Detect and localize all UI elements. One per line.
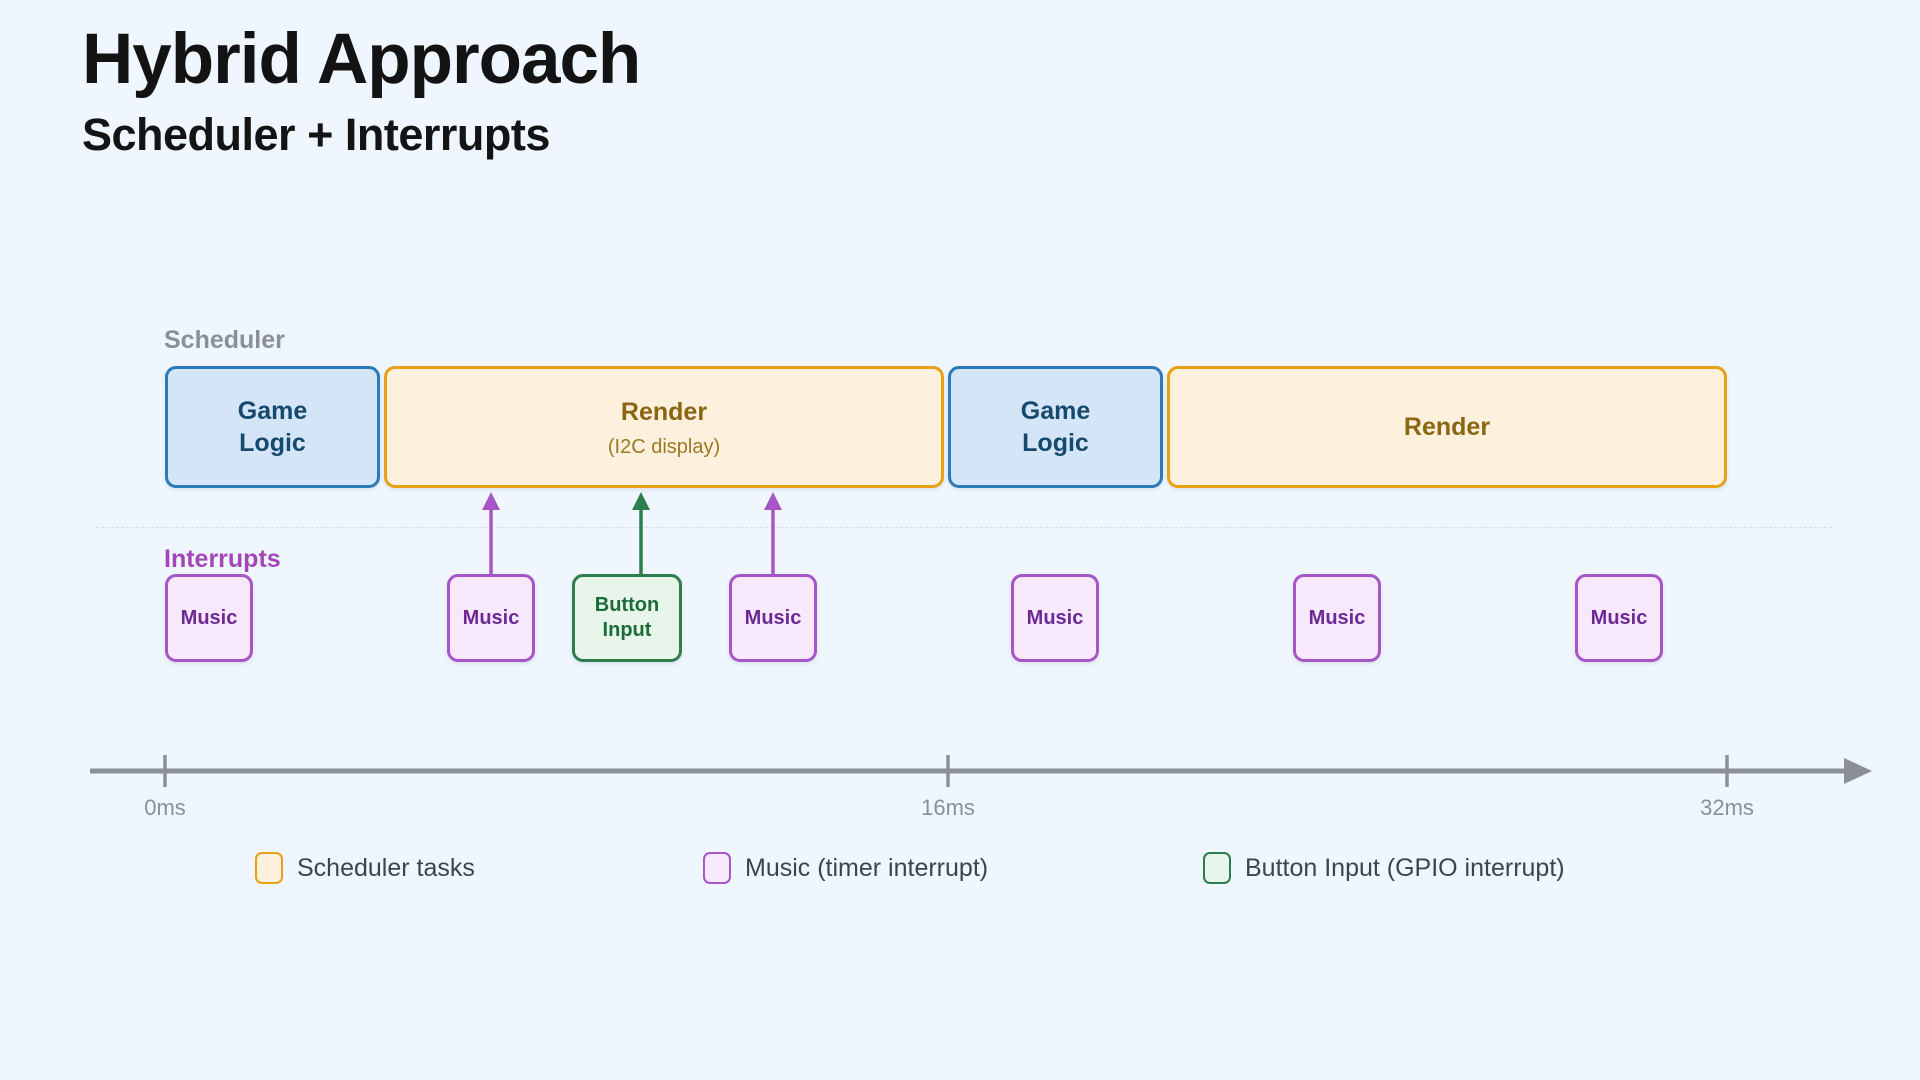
interrupt-label: Music: [744, 606, 802, 629]
interrupt-label: Music: [180, 606, 238, 629]
task-title-line2: Logic: [239, 429, 306, 457]
scheduler-task-render[interactable]: Render (I2C display): [384, 366, 944, 488]
interrupt-arrow: [632, 492, 650, 574]
scheduler-task-render[interactable]: Render: [1167, 366, 1727, 488]
scheduler-row-label: Scheduler: [164, 326, 285, 354]
row-divider: [96, 527, 1832, 528]
interrupts-row-label: Interrupts: [164, 545, 281, 573]
interrupt-label: Music: [1308, 606, 1366, 629]
timeline-tick-label: 16ms: [921, 795, 975, 820]
task-title: Render: [1403, 413, 1491, 441]
page-subtitle: Scheduler + Interrupts: [82, 109, 550, 161]
legend-swatch-sched-icon: [255, 852, 283, 884]
interrupt-arrow: [764, 492, 782, 574]
interrupt-box-music[interactable]: Music: [1575, 574, 1663, 662]
legend-item-button: Button Input (GPIO interrupt): [1203, 852, 1565, 884]
task-title-line2: Logic: [1022, 429, 1089, 457]
interrupt-box-music[interactable]: Music: [165, 574, 253, 662]
interrupt-label: Music: [1026, 606, 1084, 629]
legend-item-sched: Scheduler tasks: [255, 852, 475, 884]
legend-label: Scheduler tasks: [297, 853, 475, 882]
interrupt-arrow: [482, 492, 500, 574]
interrupt-label: Music: [462, 606, 520, 629]
legend-label: Music (timer interrupt): [745, 853, 989, 882]
interrupt-box-music[interactable]: Music: [1293, 574, 1381, 662]
interrupt-label-line2: Input: [602, 619, 652, 641]
interrupt-box-music[interactable]: Music: [447, 574, 535, 662]
timeline-tick-label: 0ms: [144, 795, 186, 820]
interrupt-label: Music: [1590, 606, 1648, 629]
task-subtitle: (I2C display): [607, 435, 721, 458]
timeline-tick-label: 32ms: [1700, 795, 1754, 820]
timeline-arrowhead-icon: [1844, 758, 1872, 784]
title-block: Hybrid Approach Scheduler + Interrupts: [82, 20, 641, 161]
legend-swatch-button-icon: [1203, 852, 1231, 884]
legend-swatch-music-icon: [703, 852, 731, 884]
legend-label: Button Input (GPIO interrupt): [1245, 853, 1565, 882]
page-title: Hybrid Approach: [82, 20, 641, 99]
legend-item-music: Music (timer interrupt): [703, 852, 988, 884]
interrupt-box-music[interactable]: Music: [729, 574, 817, 662]
interrupt-box-music[interactable]: Music: [1011, 574, 1099, 662]
task-title: Render: [620, 397, 708, 426]
